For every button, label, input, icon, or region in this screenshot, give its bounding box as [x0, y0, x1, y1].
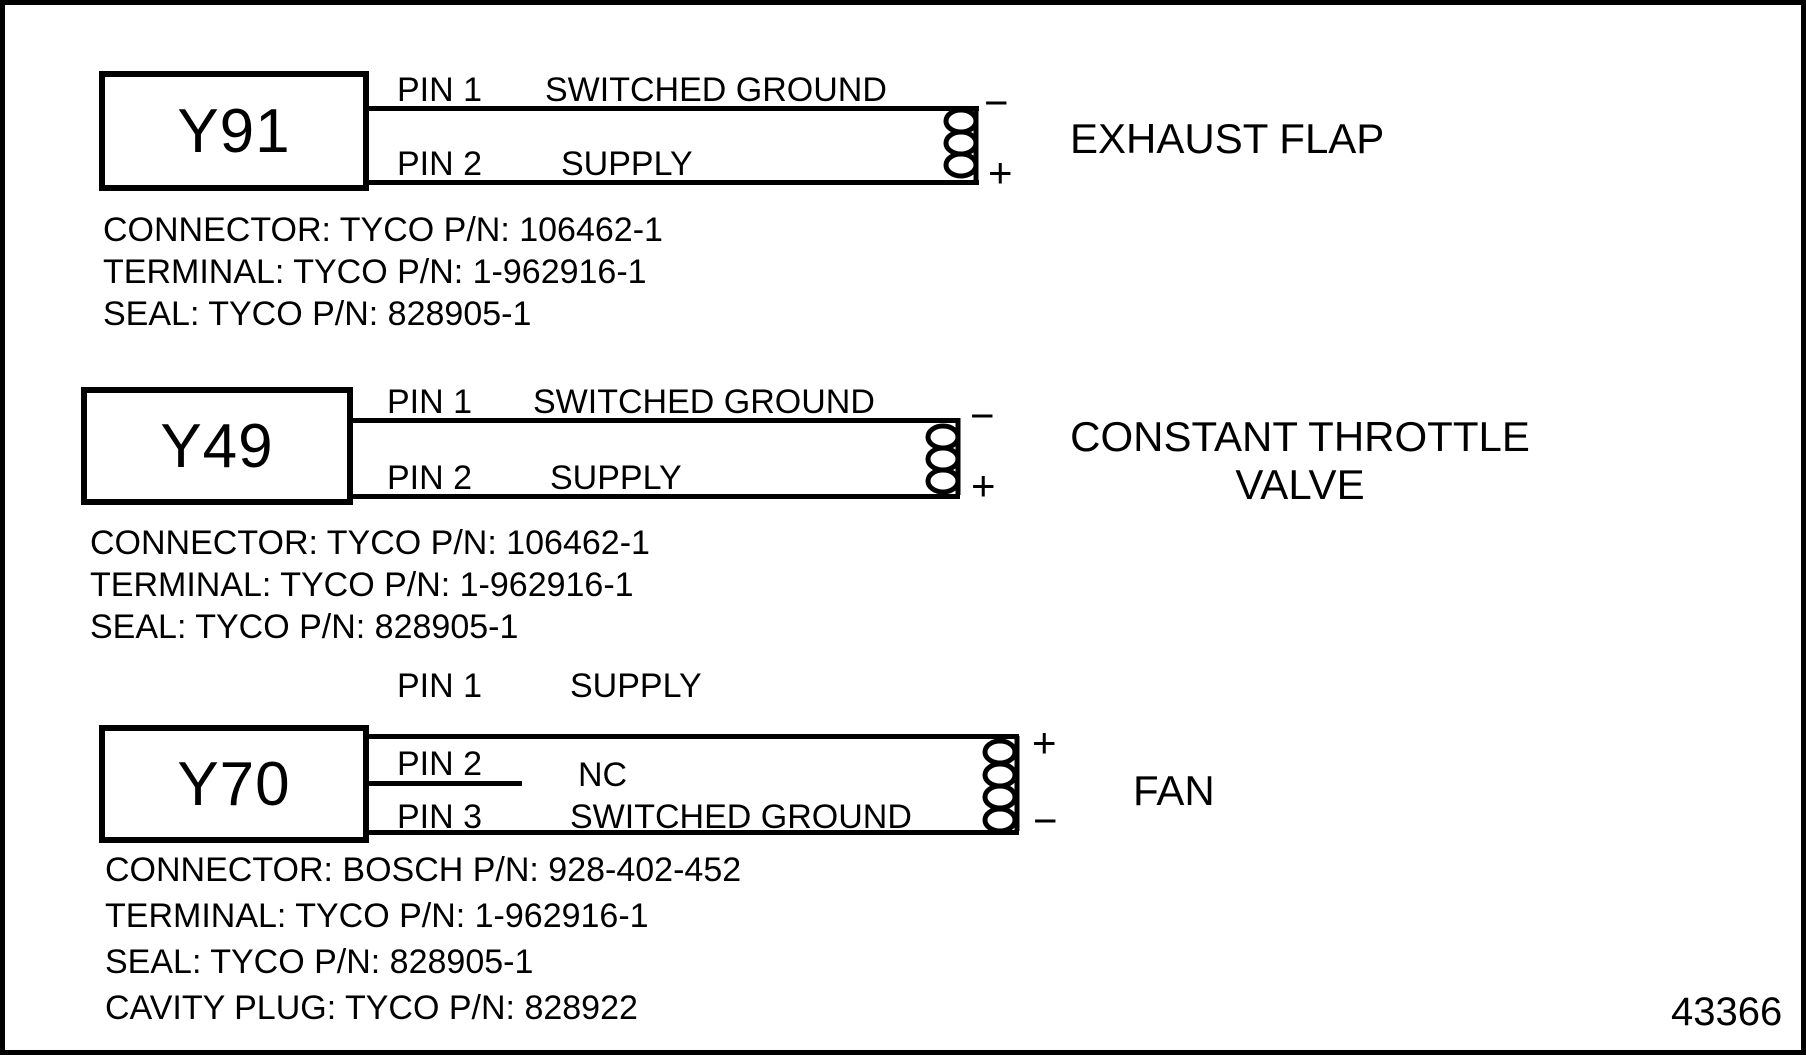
- y91-pin2-signal: SUPPLY: [561, 145, 693, 183]
- y49-pin2-wire: [353, 494, 960, 499]
- y91-seal-part: SEAL: TYCO P/N: 828905-1: [103, 295, 532, 333]
- y49-connector-part: CONNECTOR: TYCO P/N: 106462-1: [90, 524, 650, 562]
- y70-device-label: FAN: [1133, 767, 1215, 814]
- y49-seal-part: SEAL: TYCO P/N: 828905-1: [90, 608, 519, 646]
- y91-connector-part: CONNECTOR: TYCO P/N: 106462-1: [103, 211, 663, 249]
- y70-solenoid-coil-icon: [982, 736, 1020, 834]
- connector-box-y91: Y91: [99, 71, 369, 191]
- y70-seal-part: SEAL: TYCO P/N: 828905-1: [105, 943, 534, 981]
- y70-pin2-wire-stub: [369, 781, 522, 786]
- y91-pin1-wire: [369, 106, 979, 111]
- y70-pin3-signal: SWITCHED GROUND: [570, 798, 912, 836]
- y49-pin2-label: PIN 2: [387, 459, 473, 497]
- connector-id-y91: Y91: [177, 96, 291, 166]
- connector-id-y49: Y49: [160, 411, 274, 481]
- y49-solenoid-coil-icon: [925, 418, 961, 495]
- y70-pin1-label: PIN 1: [397, 667, 483, 705]
- y70-pin1-wire: [369, 734, 1019, 739]
- y91-device-label: EXHAUST FLAP: [1070, 115, 1385, 162]
- y49-device-line2: VALVE: [1235, 461, 1365, 508]
- y70-cavity-plug-part: CAVITY PLUG: TYCO P/N: 828922: [105, 989, 638, 1027]
- figure-number: 43366: [1671, 990, 1783, 1034]
- y49-polarity-minus: −: [970, 392, 995, 439]
- y70-terminal-part: TERMINAL: TYCO P/N: 1-962916-1: [105, 897, 649, 935]
- y91-terminal-part: TERMINAL: TYCO P/N: 1-962916-1: [103, 253, 647, 291]
- y49-device-label: CONSTANT THROTTLE VALVE: [1065, 413, 1535, 509]
- y91-pin2-wire: [369, 180, 979, 185]
- connector-box-y70: Y70: [99, 725, 369, 843]
- y49-pin2-signal: SUPPLY: [550, 459, 682, 497]
- y70-pin2-signal: NC: [578, 756, 628, 794]
- connector-box-y49: Y49: [81, 387, 353, 505]
- y70-pin3-label: PIN 3: [397, 798, 483, 836]
- y49-terminal-part: TERMINAL: TYCO P/N: 1-962916-1: [90, 566, 634, 604]
- y49-pin1-label: PIN 1: [387, 383, 473, 421]
- y70-pin1-signal: SUPPLY: [570, 667, 702, 705]
- y49-device-line1: CONSTANT THROTTLE: [1070, 413, 1530, 460]
- y70-pin2-label: PIN 2: [397, 745, 483, 783]
- y70-polarity-minus: −: [1033, 797, 1058, 844]
- y91-pin1-label: PIN 1: [397, 71, 483, 109]
- y49-pin1-wire: [353, 418, 960, 423]
- y70-connector-part: CONNECTOR: BOSCH P/N: 928-402-452: [105, 851, 742, 889]
- y91-polarity-plus: +: [988, 149, 1013, 196]
- y91-solenoid-coil-icon: [943, 106, 979, 183]
- connector-id-y70: Y70: [177, 749, 291, 819]
- y91-pin1-signal: SWITCHED GROUND: [545, 71, 887, 109]
- y49-polarity-plus: +: [971, 462, 996, 509]
- y91-pin2-label: PIN 2: [397, 145, 483, 183]
- y70-pin3-wire: [369, 830, 1019, 835]
- y70-polarity-plus: +: [1032, 719, 1057, 766]
- y91-polarity-minus: −: [984, 79, 1009, 126]
- y49-pin1-signal: SWITCHED GROUND: [533, 383, 875, 421]
